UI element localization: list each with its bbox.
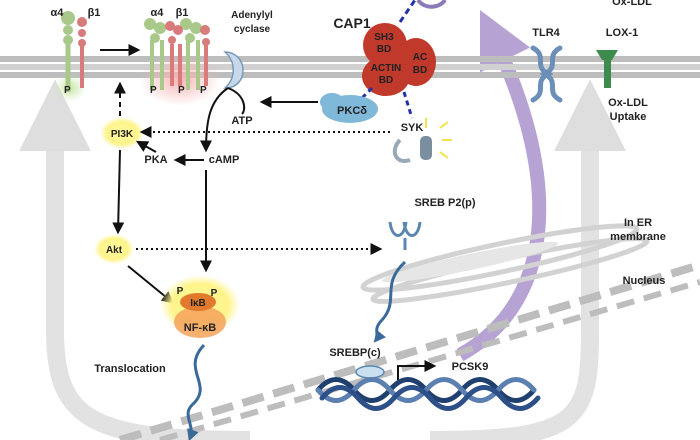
er-membrane-shape <box>360 223 650 304</box>
pka-label: PKA <box>144 154 167 166</box>
pkcd-label: PKCδ <box>337 105 367 117</box>
pcsk9-label: PCSK9 <box>452 361 489 373</box>
plasma-membrane <box>0 56 700 78</box>
arrow-ac-to-atp-curve <box>227 87 246 115</box>
oxldl-uptake-line1: Ox-LDL <box>608 97 648 109</box>
integrin-beta-label-left: β1 <box>88 7 101 19</box>
akt-glow <box>94 234 134 264</box>
er-membrane-label-line1: In ER <box>624 217 652 229</box>
nfkb-shape <box>174 306 226 338</box>
pkcd-shape-lobe <box>320 93 344 111</box>
cap1-title: CAP1 <box>333 15 371 31</box>
integrin-p-label-left: P <box>64 85 71 96</box>
cap1-ac-bd-line2: BD <box>413 65 427 76</box>
cap1-protein <box>362 23 436 96</box>
pcsk9-secretion-arrow <box>456 9 547 362</box>
oxldl-uptake-line2: Uptake <box>610 111 647 123</box>
dna-helix <box>315 377 541 411</box>
nfkb-label: NF-κB <box>184 322 216 334</box>
cap1-actin-bd-line2: BD <box>379 75 393 86</box>
arrow-pka-to-pi3k <box>135 140 157 153</box>
cap1-sh3-bd-line2: BD <box>377 44 391 55</box>
nfkb-translocation-arrow <box>186 343 206 440</box>
tlr4-receptor <box>530 45 563 103</box>
integrin-p-label-right-3: P <box>200 85 207 96</box>
adenylyl-cyclase-label-line2: cyclase <box>234 24 271 35</box>
cap1-actin-bd-line1: ACTIN <box>371 63 402 74</box>
cap1-syk-dashed-link <box>402 91 414 119</box>
tlr4-label: TLR4 <box>532 27 560 39</box>
integrin-alpha-label-left: α4 <box>51 7 65 19</box>
integrin-beta-label-right: β1 <box>176 7 189 19</box>
integrin-inactive <box>61 11 87 92</box>
integrin-alpha-label-right: α4 <box>151 7 165 19</box>
syk-shape <box>392 118 452 163</box>
ikb-label: IκB <box>190 298 206 309</box>
oxldl-top-label: Ox-LDL <box>612 0 652 8</box>
ikb-shape <box>180 293 216 311</box>
cap1-sh3-bd-line1: SH3 <box>374 32 394 43</box>
nfkb-p-label-1: P <box>177 286 184 297</box>
integrin-p-label-right-1: P <box>150 85 157 96</box>
nucleus-label: Nucleus <box>623 275 666 287</box>
srebpc-shape <box>355 365 385 379</box>
adenylyl-cyclase-shape <box>223 51 244 89</box>
cap1-actin-fragment <box>416 0 447 9</box>
gray-feedback-arrow-right <box>429 79 626 440</box>
pcsk9-transcription-arrow <box>397 360 437 380</box>
nuclear-envelope-dashed <box>118 261 700 440</box>
lox1-receptor <box>596 50 618 88</box>
syk-label: SYK <box>401 122 424 134</box>
srebp2p-label: SREB P2(p) <box>414 197 475 209</box>
pi3k-label: PI3K <box>111 129 134 140</box>
integrin-cluster-active <box>144 18 210 90</box>
cap1-ac-bd-line1: AC <box>413 52 427 63</box>
er-membrane-label-line2: membrane <box>610 231 666 243</box>
cap1-pkcd-dashed-link <box>358 86 374 102</box>
integrin-p-label-right-2: P <box>178 85 185 96</box>
lox1-label: LOX-1 <box>606 27 638 39</box>
nuclear-envelope-dashed-inner <box>159 279 700 440</box>
arrow-pi3k-to-akt <box>112 149 125 235</box>
akt-label: Akt <box>106 245 123 256</box>
pi3k-glow <box>100 117 144 149</box>
adenylyl-cyclase-label-line1: Adenylyl <box>231 10 273 21</box>
camp-label: cAMP <box>209 154 240 166</box>
arrow-atp-to-camp <box>200 87 229 153</box>
cap1-actin-dashed-link <box>398 0 417 23</box>
nfkb-p-label-2: P <box>211 288 218 299</box>
srebpc-label: SREBP(c) <box>329 347 381 359</box>
srebp2-cleavage-arrow <box>373 260 407 343</box>
srebp2p-shape <box>388 221 422 250</box>
atp-label: ATP <box>231 115 252 127</box>
translocation-label: Translocation <box>94 363 166 375</box>
